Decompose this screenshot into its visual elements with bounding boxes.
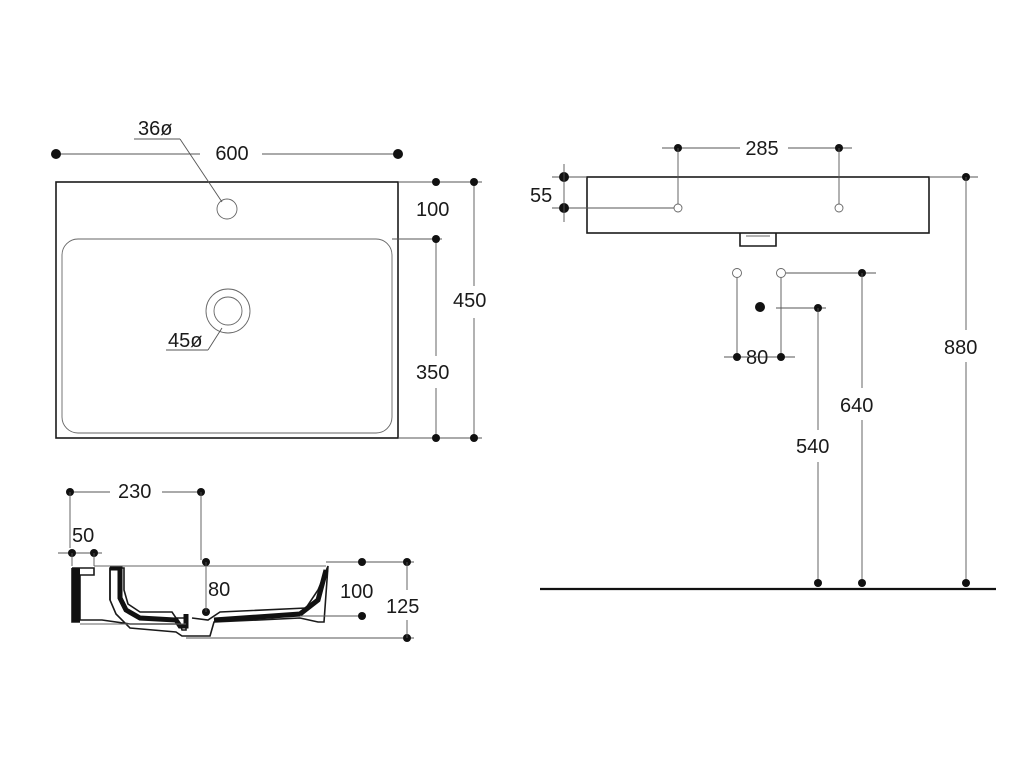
basin-outline bbox=[55, 181, 399, 439]
wall-label: 50 bbox=[72, 525, 94, 547]
mount-height-label: 880 bbox=[944, 337, 977, 359]
drain-label: 45ø bbox=[168, 330, 202, 352]
width-label: 600 bbox=[215, 143, 248, 165]
total-height-label: 125 bbox=[386, 596, 419, 618]
bowl-depth-label: 350 bbox=[416, 362, 449, 384]
drain-inner bbox=[213, 296, 243, 326]
drain-offset-label: 230 bbox=[118, 481, 151, 503]
supply-hole bbox=[732, 268, 742, 278]
drain-height-label: 540 bbox=[796, 436, 829, 458]
supply-height-label: 640 bbox=[840, 395, 873, 417]
tap-spacing-label: 285 bbox=[745, 138, 778, 160]
bowl-height-label: 80 bbox=[208, 579, 230, 601]
drain-fitting bbox=[739, 233, 777, 247]
tap-hole bbox=[216, 198, 238, 220]
dim-dot bbox=[51, 149, 61, 159]
top-view: 600 36ø 45ø 100 350 450 bbox=[51, 118, 486, 442]
drain-outer bbox=[205, 288, 251, 334]
back-depth-label: 100 bbox=[416, 199, 449, 221]
tap-height-label: 55 bbox=[530, 185, 552, 207]
section-view: 230 50 80 100 125 bbox=[58, 481, 419, 642]
basin-front bbox=[586, 176, 930, 234]
supply-spacing-label: 80 bbox=[746, 347, 768, 369]
front-view: 285 55 80 540 640 bbox=[530, 138, 996, 591]
drain-connection bbox=[755, 302, 765, 312]
dim-dot bbox=[393, 149, 403, 159]
total-depth-label: 450 bbox=[453, 290, 486, 312]
supply-hole bbox=[776, 268, 786, 278]
inner-height-label: 100 bbox=[340, 581, 373, 603]
tap-hole-label: 36ø bbox=[138, 118, 172, 140]
bowl-outline bbox=[61, 238, 393, 434]
